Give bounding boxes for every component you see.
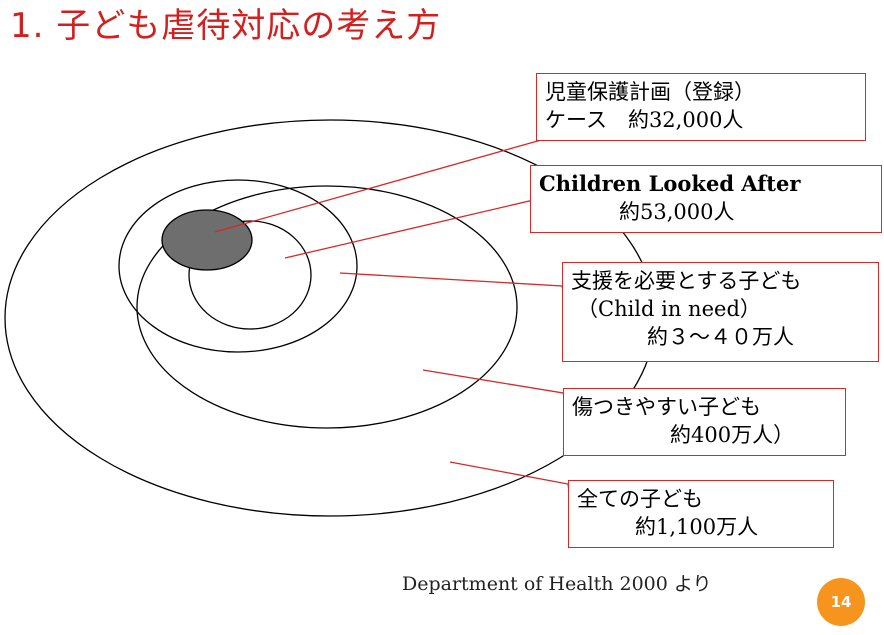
page-number-badge: 14 (817, 578, 865, 626)
label-children-in-need-line2: （Child in need） (577, 297, 761, 321)
slide-title: 1. 子ども虐待対応の考え方 (10, 6, 442, 46)
connector-all (449, 461, 572, 506)
label-children-in-need-line3: 約３～４０万人 (647, 325, 794, 349)
label-children-looked-after: Children Looked After 約53,000人 (530, 165, 882, 233)
label-children-in-need-line1: 支援を必要とする子ども (571, 269, 802, 293)
connector-vulnerable (422, 369, 567, 404)
label-all-children-line1: 全ての子ども (577, 487, 703, 511)
label-children-looked-after-line1: Children Looked After (539, 171, 801, 196)
label-all-children: 全ての子ども 約1,100万人 (568, 480, 834, 548)
label-children-looked-after-line2: 約53,000人 (619, 200, 735, 224)
ellipse-vulnerable-children (136, 185, 518, 429)
label-protection-plan-line1: 児童保護計画（登録） (545, 80, 755, 104)
source-citation: Department of Health 2000 より (402, 573, 712, 595)
label-vulnerable-children: 傷つきやすい子ども 約400万人） (563, 388, 846, 456)
ellipse-protection-plan (161, 209, 253, 271)
label-vulnerable-children-line1: 傷つきやすい子ども (572, 395, 761, 419)
ellipse-looked-after (188, 220, 312, 330)
label-children-in-need: 支援を必要とする子ども （Child in need） 約３～４０万人 (562, 262, 879, 362)
label-protection-plan-line2: ケース 約32,000人 (545, 108, 744, 132)
label-all-children-line2: 約1,100万人 (635, 515, 759, 539)
label-vulnerable-children-line2: 約400万人） (670, 423, 795, 447)
ellipse-children-in-need (118, 179, 358, 353)
connector-cin (339, 272, 567, 306)
connector-cla (284, 194, 564, 259)
label-protection-plan: 児童保護計画（登録） ケース 約32,000人 (536, 73, 866, 141)
